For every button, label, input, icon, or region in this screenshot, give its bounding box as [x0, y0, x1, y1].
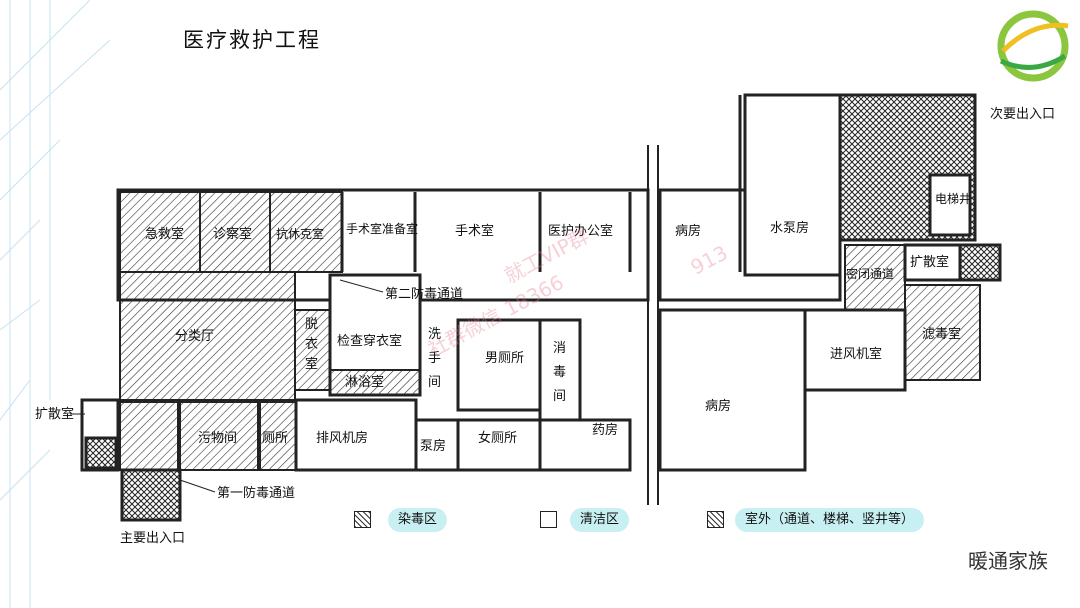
room-jiancha: 检查穿衣室	[337, 333, 402, 349]
room-xishou-2: 手	[428, 351, 441, 366]
label-di-er-fangdu: 第二防毒通道	[385, 286, 463, 302]
room-tuoyi-3: 室	[305, 356, 318, 372]
room-kangxiuke: 抗休克室	[276, 226, 324, 241]
room-shoushu: 手术室	[455, 223, 494, 239]
room-xishou-3: 间	[428, 375, 441, 390]
room-bingfang-2: 病房	[705, 398, 731, 414]
room-xiaodu-3: 间	[553, 389, 566, 404]
room-cesuo: 厕所	[262, 431, 288, 446]
label-di-yi-fangdu: 第一防毒通道	[217, 485, 295, 501]
decorative-lines	[0, 0, 111, 608]
room-kuosan-left: 扩散室	[35, 406, 74, 422]
room-wuwu: 污物间	[198, 431, 237, 446]
room-kuosan-right: 扩散室	[910, 254, 949, 270]
room-paifengji: 排风机房	[316, 430, 368, 446]
page-title: 医疗救护工程	[183, 28, 321, 52]
label-cijiyao: 次要出入口	[990, 106, 1055, 122]
room-nv-cesuo: 女厕所	[478, 430, 517, 446]
room-tuoyi-2: 衣	[305, 336, 318, 352]
legend-swatch-hatch	[354, 511, 371, 528]
room-jinfengji: 进风机室	[830, 346, 882, 362]
room-bimen-tongdao: 密闭通道	[846, 266, 894, 281]
label-zhuyao: 主要出入口	[120, 531, 185, 546]
room-zhenliao: 诊察室	[213, 226, 252, 242]
room-xiaodu-2: 毒	[553, 365, 566, 380]
room-louti: 电梯井	[935, 192, 971, 206]
room-linyu: 淋浴室	[345, 374, 384, 390]
room-fenleiting: 分类厅	[175, 329, 214, 344]
brand-logo	[997, 10, 1069, 82]
room-tuoyi-1: 脱	[305, 317, 318, 332]
room-yihu-bangong: 医护办公室	[548, 223, 613, 239]
room-shoushu-zhunbei: 手术室准备室	[346, 221, 418, 236]
room-jijiu: 急救室	[145, 226, 184, 242]
legend-label-shiwai: 室外（通道、楼梯、竖井等）	[735, 508, 925, 532]
footer-brand: 暖通家族	[968, 549, 1048, 573]
legend-label-qingjie: 清洁区	[570, 508, 630, 532]
room-bingfang-1: 病房	[675, 223, 701, 239]
room-xishou-1: 洗	[428, 327, 441, 342]
legend-swatch-crosshatch	[707, 511, 724, 528]
room-nan-cesuo: 男厕所	[485, 351, 524, 366]
room-shuibeng: 水泵房	[770, 220, 809, 236]
room-xiaodu-1: 消	[553, 341, 566, 356]
legend-swatch-blank	[540, 511, 557, 528]
room-lvdu: 滤毒室	[922, 326, 961, 342]
room-bengfang: 泵房	[420, 438, 446, 454]
legend-label-randu: 染毒区	[388, 508, 448, 532]
room-yaofang: 药房	[592, 422, 618, 438]
